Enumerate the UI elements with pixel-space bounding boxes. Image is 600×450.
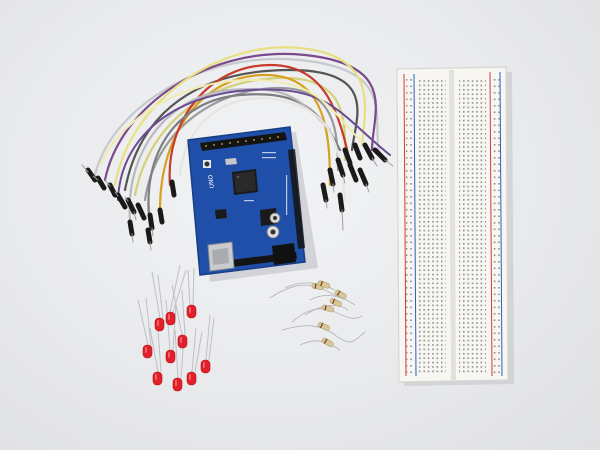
board-uno-text: UNO xyxy=(207,174,216,189)
jumper-wires xyxy=(81,46,394,251)
wire-connectors-left xyxy=(85,167,177,245)
wire-connectors-right xyxy=(320,142,388,213)
resistors xyxy=(269,280,366,351)
breadboard xyxy=(396,66,514,386)
arduino-uno-board: UNO xyxy=(187,126,318,282)
red-leds xyxy=(137,264,215,392)
